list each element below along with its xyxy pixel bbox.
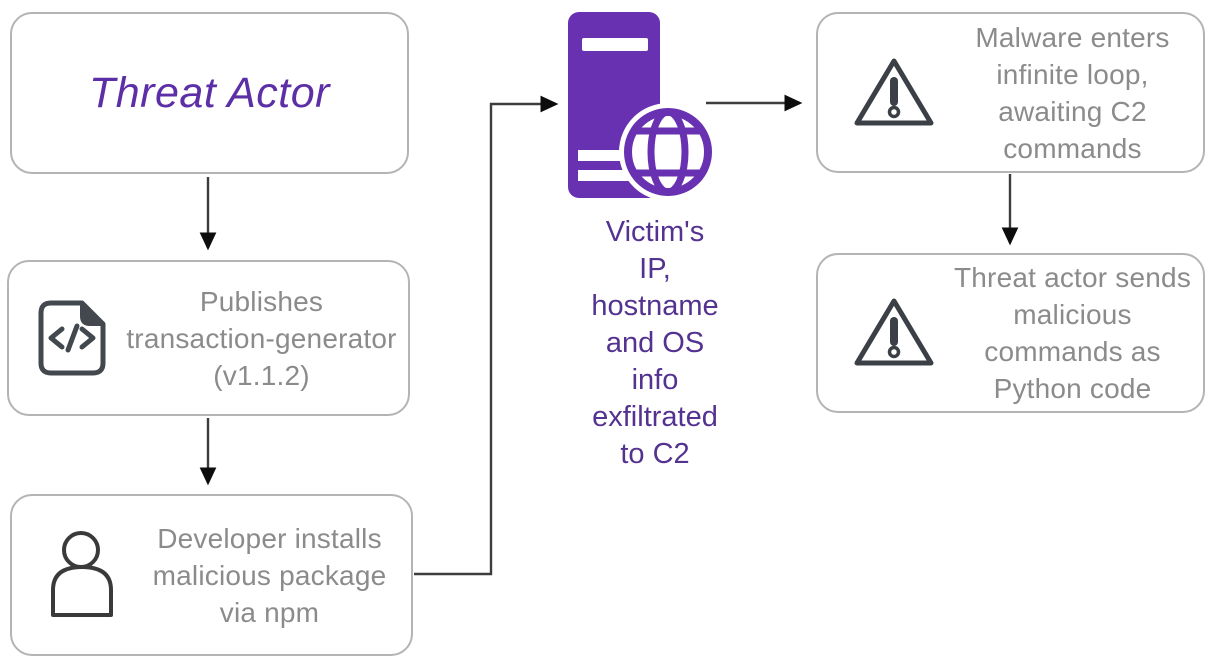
caption-line: and OS [605, 327, 705, 359]
text-line: via npm [219, 596, 320, 628]
publishes-package-box: Publishes transaction-generator (v1.1.2) [7, 260, 410, 416]
text-line: Developer installs [157, 522, 382, 554]
caption-line: to C2 [620, 438, 690, 470]
caption-line: hostname [591, 290, 719, 322]
caption-line: info [631, 364, 679, 396]
text-line: (v1.1.2) [213, 359, 310, 391]
text-line: Threat actor sends [953, 262, 1192, 293]
text-line: Malware enters [975, 21, 1170, 53]
text-line: commands [1003, 132, 1142, 164]
caption-line: exfiltrated [592, 401, 718, 433]
malware-loop-box: Malware enters infinite loop, awaiting C… [816, 12, 1205, 173]
threat-actor-label: Threat Actor [89, 68, 330, 117]
text-line: commands as [984, 336, 1161, 367]
caption-line: Victim's [605, 216, 705, 248]
developer-installs-text: Developer installs malicious package via… [128, 520, 411, 631]
malicious-commands-box: Threat actor sends malicious commands as… [816, 253, 1205, 413]
developer-installs-box: Developer installs malicious package via… [10, 494, 413, 656]
text-line: awaiting C2 [998, 95, 1147, 127]
text-line: Python code [993, 373, 1152, 404]
code-file-icon [29, 298, 115, 378]
server-with-globe-icon [568, 12, 717, 201]
text-line: malicious package [152, 559, 387, 591]
malware-loop-text: Malware enters infinite loop, awaiting C… [942, 19, 1203, 167]
malicious-commands-text: Threat actor sends malicious commands as… [942, 259, 1203, 407]
caption-line: IP, [639, 253, 671, 285]
exfiltration-caption: Victim's IP, hostname and OS info exfilt… [545, 214, 765, 473]
text-line: transaction-generator [126, 322, 397, 354]
person-icon [36, 530, 128, 620]
text-line: malicious [1013, 299, 1132, 330]
text-line: Publishes [199, 285, 324, 317]
publishes-package-text: Publishes transaction-generator (v1.1.2) [115, 283, 408, 394]
warning-icon [846, 294, 942, 372]
warning-icon [846, 54, 942, 132]
threat-actor-box: Threat Actor [10, 12, 409, 174]
arrow-developer-to-server [414, 95, 559, 576]
text-line: infinite loop, [996, 58, 1149, 90]
